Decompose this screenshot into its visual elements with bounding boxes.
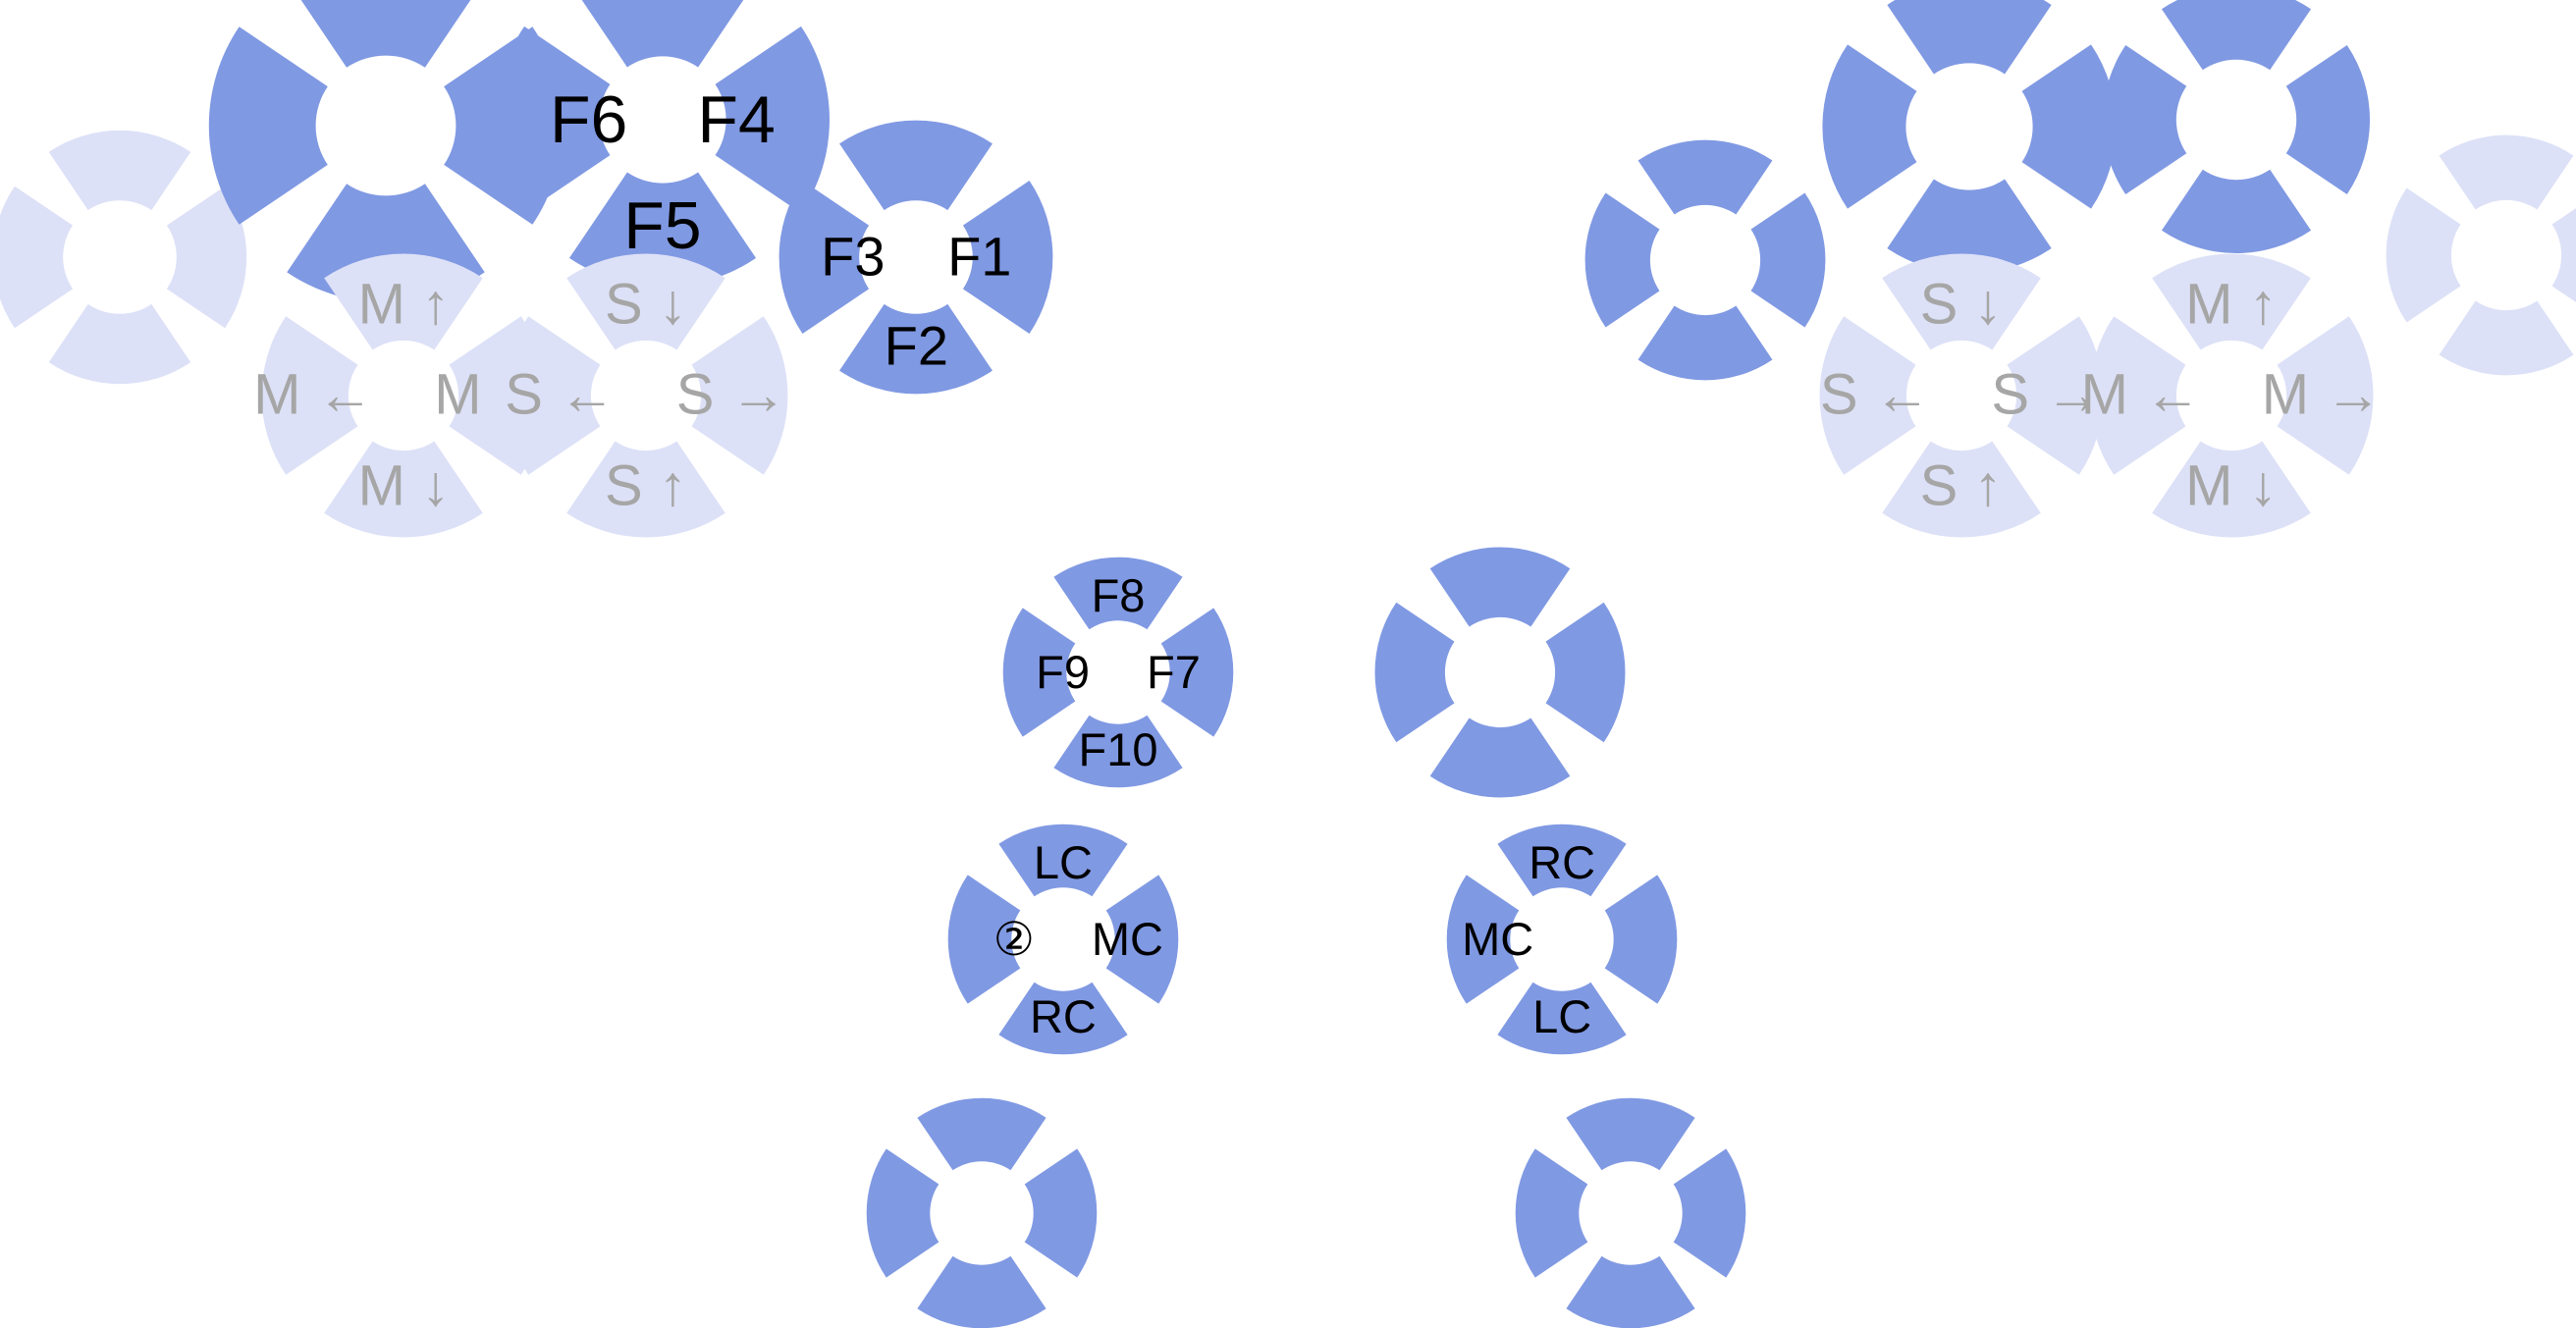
wheel-bottom-right-spare-top[interactable] [1374, 547, 1626, 798]
wheel-segment-top[interactable] [839, 120, 993, 210]
wheel-segment-right[interactable] [1160, 608, 1234, 737]
wheel-segment-bottom[interactable] [566, 441, 725, 538]
wheel-segment-right[interactable] [691, 316, 788, 475]
wheel-ring-right-thumb-move [2089, 253, 2374, 538]
wheel-ring-right-thumb-scroll [1819, 253, 2103, 538]
wheel-segment-top[interactable] [2161, 0, 2312, 71]
wheel-segment-top[interactable] [287, 0, 485, 68]
wheel-segment-left[interactable] [778, 180, 870, 334]
wheel-segment-left[interactable] [261, 316, 358, 475]
wheel-segment-top[interactable] [1566, 1097, 1695, 1171]
wheel-segment-bottom[interactable] [1881, 441, 2041, 538]
wheel-segment-bottom[interactable] [1497, 982, 1627, 1055]
wheel-segment-bottom[interactable] [998, 982, 1128, 1055]
wheel-ring-left-thumb-scroll [504, 253, 788, 538]
wheel-segment-top[interactable] [49, 130, 191, 210]
wheel-segment-bottom[interactable] [49, 303, 191, 384]
wheel-segment-right[interactable] [1604, 875, 1678, 1004]
wheel-segment-right[interactable] [2277, 316, 2374, 475]
wheel-ring-right-outer-pinky [2386, 134, 2576, 376]
wheel-segment-left[interactable] [504, 316, 601, 475]
wheel-segment-left[interactable] [1374, 602, 1455, 743]
wheel-ring-left-index [778, 120, 1053, 395]
wheel-ring-bottom-right-spare [1515, 1097, 1746, 1328]
wheel-segment-top[interactable] [1887, 0, 2052, 75]
wheel-bottom-left-spare[interactable] [866, 1097, 1097, 1328]
wheel-right-thumb-scroll[interactable]: S ↓S →S ↑S ← [1819, 253, 2103, 538]
wheel-segment-right[interactable] [2551, 188, 2576, 323]
wheel-segment-top[interactable] [998, 823, 1128, 897]
wheel-segment-left[interactable] [1584, 192, 1660, 328]
wheel-ring-bottom-right-click [1446, 823, 1678, 1055]
wheel-bottom-right-spare[interactable] [1515, 1097, 1746, 1328]
wheel-ring-right-index [1584, 139, 1826, 381]
wheel-segment-bottom[interactable] [917, 1255, 1046, 1328]
wheel-segment-left[interactable] [208, 26, 328, 225]
wheel-segment-bottom[interactable] [1053, 715, 1183, 788]
wheel-segment-top[interactable] [2439, 134, 2574, 210]
wheel-segment-bottom[interactable] [2161, 170, 2312, 254]
wheel-segment-left[interactable] [1002, 608, 1076, 737]
wheel-segment-left[interactable] [495, 27, 611, 214]
wheel-segment-right[interactable] [963, 180, 1053, 334]
wheel-ring-left-outer-pinky [0, 130, 247, 384]
wheel-segment-bottom[interactable] [2439, 300, 2574, 376]
wheel-segment-right[interactable] [715, 27, 830, 214]
wheel-segment-right[interactable] [1105, 875, 1179, 1004]
wheel-segment-left[interactable] [1822, 44, 1917, 209]
wheel-segment-right[interactable] [1545, 602, 1626, 743]
wheel-segment-top[interactable] [569, 0, 756, 68]
wheel-segment-bottom[interactable] [1887, 179, 2052, 274]
wheel-segment-top[interactable] [324, 253, 484, 350]
wheel-right-middle[interactable] [1822, 0, 2117, 274]
wheel-right-index[interactable] [1584, 139, 1826, 381]
wheel-left-outer-pinky[interactable] [0, 130, 247, 384]
wheel-segment-right[interactable] [2285, 45, 2370, 195]
wheel-segment-left[interactable] [2103, 45, 2187, 195]
wheel-right-outer-pinky[interactable] [2386, 134, 2576, 376]
wheel-segment-left[interactable] [2089, 316, 2186, 475]
wheel-ring-right-middle [1822, 0, 2117, 274]
wheel-segment-left[interactable] [866, 1148, 939, 1278]
wheel-segment-top[interactable] [1429, 547, 1571, 627]
wheel-segment-top[interactable] [1637, 139, 1773, 215]
wheel-segment-right[interactable] [167, 186, 247, 329]
wheel-segment-top[interactable] [2152, 253, 2311, 350]
wheel-ring-left-middle [495, 0, 830, 288]
wheel-segment-left[interactable] [2386, 187, 2461, 323]
wheel-segment-left[interactable] [0, 186, 74, 329]
wheel-segment-bottom[interactable] [1566, 1255, 1695, 1328]
wheel-left-thumb-scroll[interactable]: S ↓S →S ↑S ← [504, 253, 788, 538]
wheel-segment-bottom[interactable] [1429, 717, 1571, 798]
wheel-segment-right[interactable] [1024, 1148, 1097, 1278]
wheel-segment-top[interactable] [1497, 823, 1627, 897]
wheel-segment-top[interactable] [1881, 253, 2041, 350]
wheel-ring-bottom-left-spare [866, 1097, 1097, 1328]
wheel-segment-top[interactable] [1053, 557, 1183, 630]
wheel-right-thumb-move[interactable]: M ↑M →M ↓M ← [2081, 253, 2382, 538]
wheel-right-ring[interactable] [2103, 0, 2370, 254]
wheel-segment-bottom[interactable] [1637, 305, 1773, 381]
wheel-segment-bottom[interactable] [324, 441, 484, 538]
wheel-segment-top[interactable] [917, 1097, 1046, 1171]
wheel-segment-right[interactable] [2021, 44, 2117, 209]
wheel-segment-right[interactable] [1673, 1148, 1746, 1278]
wheel-segment-left[interactable] [1819, 316, 1915, 475]
wheel-segment-left[interactable] [1446, 875, 1520, 1004]
wheel-segment-right[interactable] [1750, 192, 1826, 328]
wheel-ring-bottom-left-click [947, 823, 1179, 1055]
wheel-ring-bottom-left-function [1002, 557, 1234, 788]
wheel-ring-right-ring [2103, 0, 2370, 254]
wheel-segment-right[interactable] [2007, 316, 2103, 475]
wheel-segment-bottom[interactable] [2152, 441, 2311, 538]
wheel-segment-left[interactable] [1515, 1148, 1588, 1278]
wheel-ring-bottom-right-spare-top [1374, 547, 1626, 798]
wheel-segment-top[interactable] [566, 253, 725, 350]
wheel-segment-bottom[interactable] [839, 303, 993, 395]
wheel-segment-left[interactable] [947, 875, 1021, 1004]
